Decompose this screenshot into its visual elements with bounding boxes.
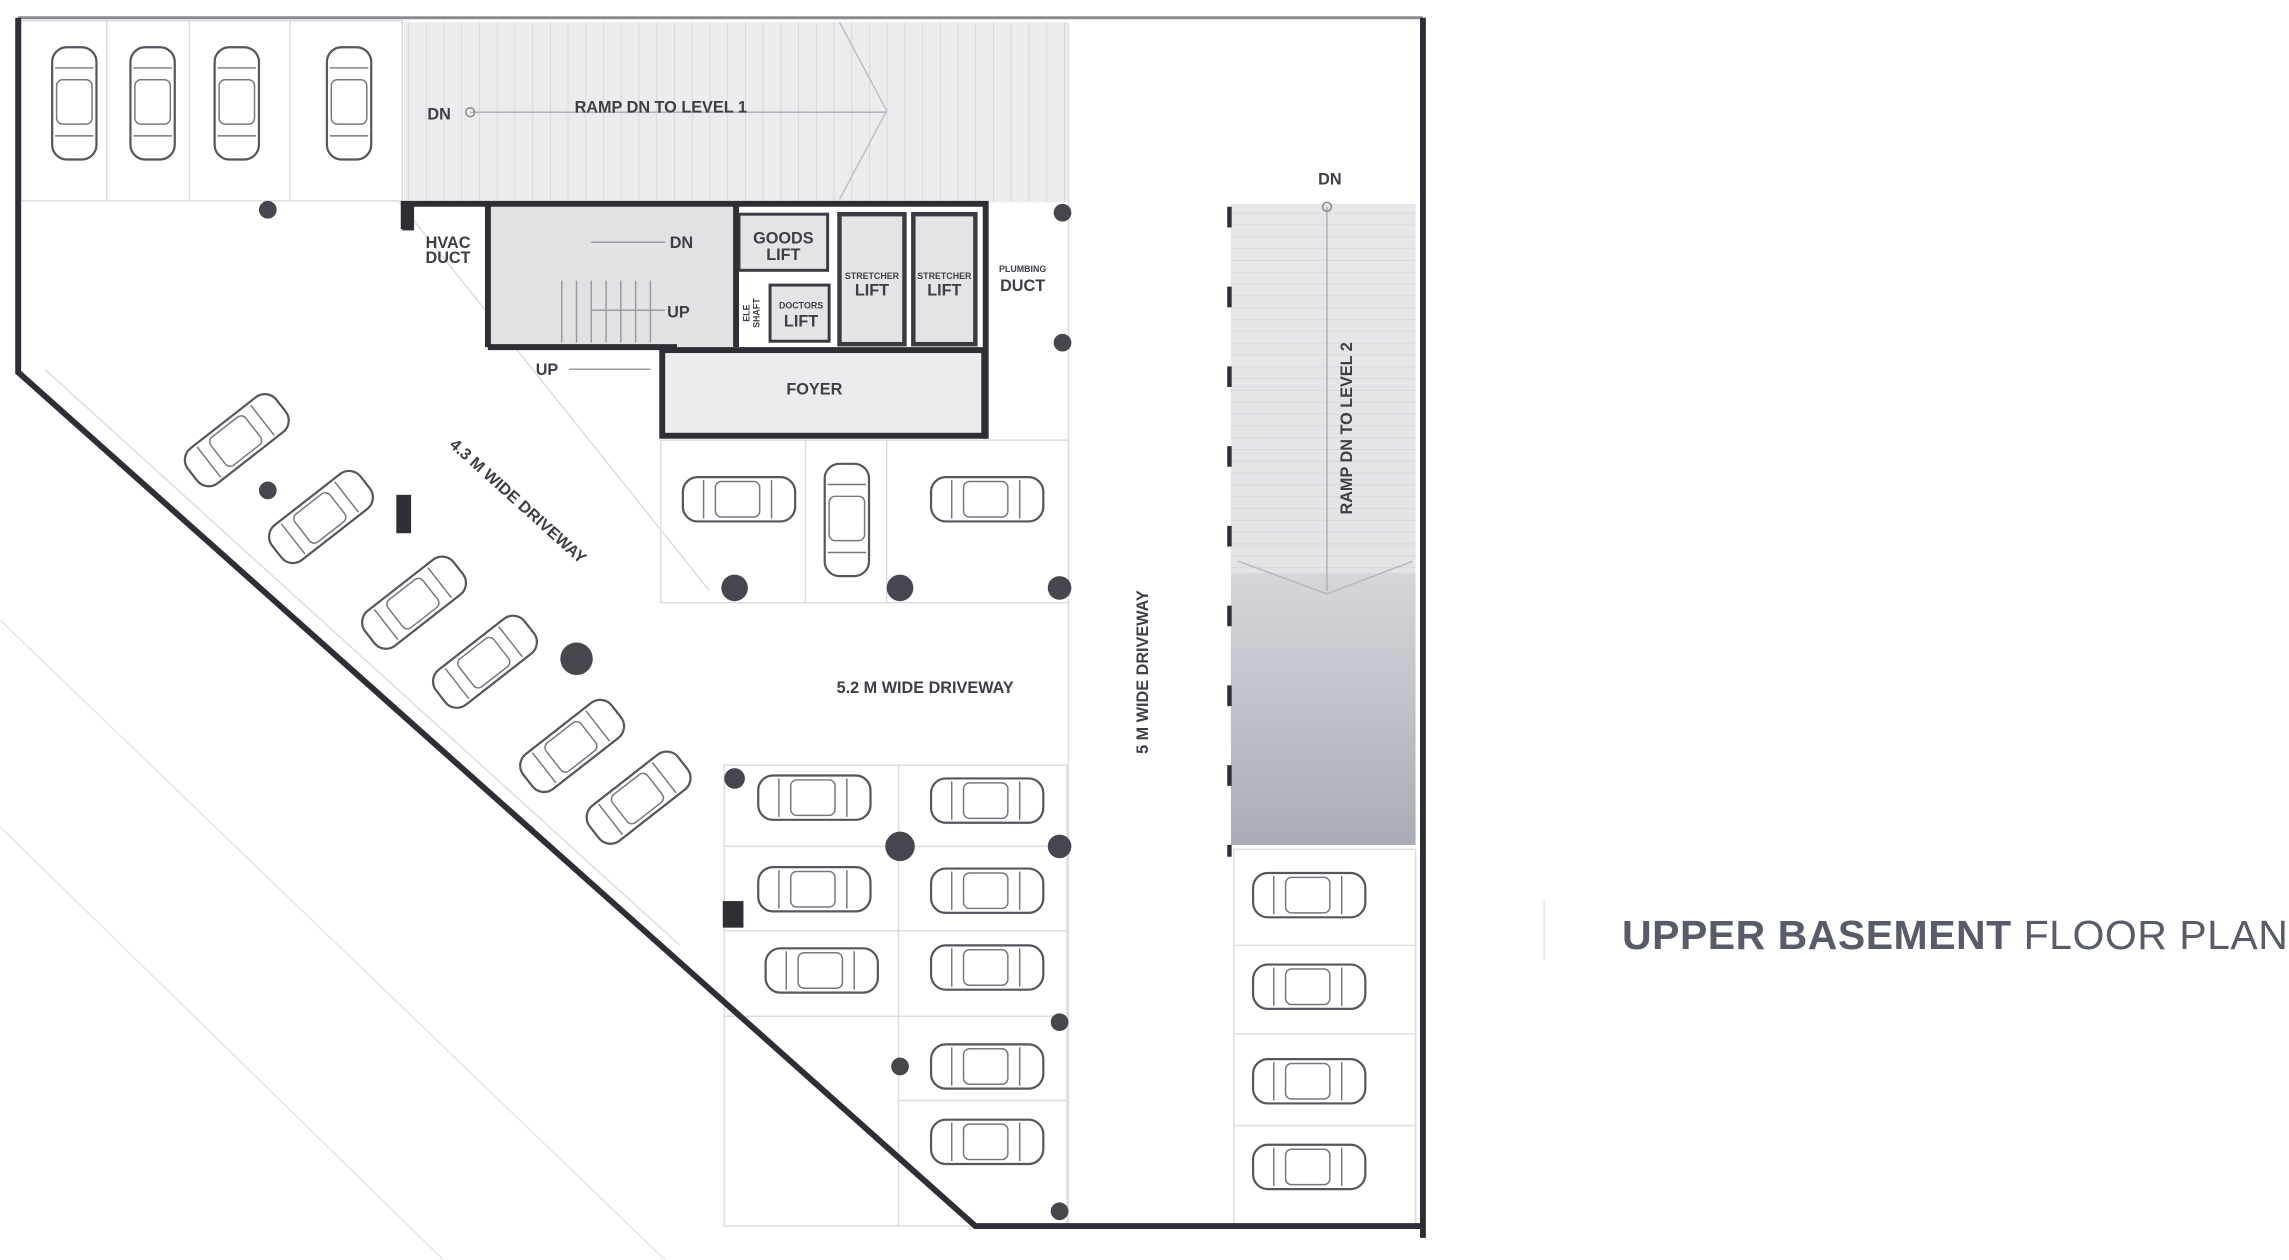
car-icon — [929, 944, 1045, 991]
car-icon — [1251, 1143, 1367, 1191]
ramp-2-dn-label: DN — [1318, 171, 1341, 189]
column-marker — [1047, 834, 1072, 859]
ramp-1-label: RAMP DN TO LEVEL 1 — [575, 98, 747, 116]
building-core: HVAC DUCT DN UP UP GOODS LIFT STRETCHER … — [400, 200, 1046, 439]
car-icon — [681, 476, 797, 523]
ele-shaft-label-2: SHAFT — [752, 298, 762, 328]
stretcher-lift-1-label-2: LIFT — [855, 281, 889, 299]
foyer-label: FOYER — [786, 380, 842, 398]
stretcher-lift-1-label-1: STRETCHER — [845, 271, 900, 281]
car-icon — [325, 46, 373, 161]
column-marker — [1053, 333, 1072, 352]
car-icon — [585, 750, 692, 845]
car-icon — [929, 777, 1045, 824]
hvac-label-2: DUCT — [425, 249, 470, 267]
driveway-5m-label: 5 M WIDE DRIVEWAY — [1134, 590, 1152, 754]
column-marker — [1050, 1202, 1069, 1221]
stair-dn-label: DN — [670, 234, 693, 252]
column-marker — [886, 574, 914, 602]
column-marker — [891, 1057, 909, 1076]
column-marker — [1047, 576, 1072, 600]
driveway-5-2m-label: 5.2 M WIDE DRIVEWAY — [837, 679, 1014, 697]
plan-title-bold: UPPER BASEMENT — [1622, 912, 2012, 958]
car-icon — [519, 698, 626, 794]
parked-cars — [51, 46, 1367, 1191]
column-marker — [560, 642, 593, 676]
column-marker — [258, 481, 277, 500]
car-icon — [823, 462, 871, 578]
column-marker — [721, 574, 748, 602]
driveway-4-3m-label: 4.3 M WIDE DRIVEWAY — [446, 436, 590, 568]
outer-walls — [15, 16, 1426, 1238]
goods-lift-label-2: LIFT — [766, 246, 800, 264]
car-icon — [929, 1118, 1045, 1166]
car-icon — [1251, 963, 1367, 1010]
car-icon — [183, 393, 290, 488]
ramp-1-dn-label: DN — [427, 106, 450, 124]
car-icon — [361, 555, 468, 650]
column-marker — [1050, 1013, 1069, 1032]
car-icon — [431, 614, 538, 709]
plan-title-light: FLOOR PLAN — [2023, 912, 2289, 958]
site-lines — [0, 619, 1545, 1260]
column-marker — [258, 200, 277, 219]
stretcher-lift-2-label-1: STRETCHER — [917, 271, 972, 281]
ramp-up-label: UP — [536, 361, 559, 379]
car-icon — [757, 774, 872, 821]
plumbing-duct-label-2: DUCT — [1000, 277, 1045, 295]
car-icon — [51, 46, 98, 161]
car-icon — [929, 1043, 1045, 1090]
car-icon — [267, 469, 375, 565]
column-marker — [722, 901, 744, 928]
car-icon — [1251, 1058, 1367, 1105]
column-marker — [396, 494, 412, 534]
plan-title: UPPER BASEMENT FLOOR PLAN — [1622, 912, 2288, 959]
ele-shaft-label-1: ELE — [741, 304, 751, 321]
car-icon — [929, 476, 1045, 523]
ramp-level-1: RAMP DN TO LEVEL 1 DN — [403, 21, 1069, 203]
goods-lift-label-1: GOODS — [753, 230, 814, 248]
car-icon — [1251, 871, 1367, 919]
column-marker — [1053, 203, 1072, 222]
stair-up-label: UP — [667, 304, 690, 322]
hvac-label-1: HVAC — [426, 234, 471, 252]
car-icon — [929, 867, 1045, 914]
car-icon — [129, 46, 176, 161]
stretcher-lift-2-label-2: LIFT — [927, 281, 961, 299]
doctors-lift-label-2: LIFT — [784, 312, 818, 330]
column-marker — [724, 768, 745, 789]
ramp-2-label: RAMP DN TO LEVEL 2 — [1338, 342, 1356, 514]
car-icon — [757, 865, 872, 913]
structural-columns — [258, 200, 1072, 1221]
car-icon — [764, 947, 879, 994]
plumbing-duct-label-1: PLUMBING — [999, 264, 1046, 274]
ramp-level-2: RAMP DN TO LEVEL 2 DN — [1227, 171, 1416, 857]
doctors-lift-label-1: DOCTORS — [779, 301, 823, 311]
car-icon — [213, 46, 261, 161]
column-marker — [885, 831, 915, 862]
